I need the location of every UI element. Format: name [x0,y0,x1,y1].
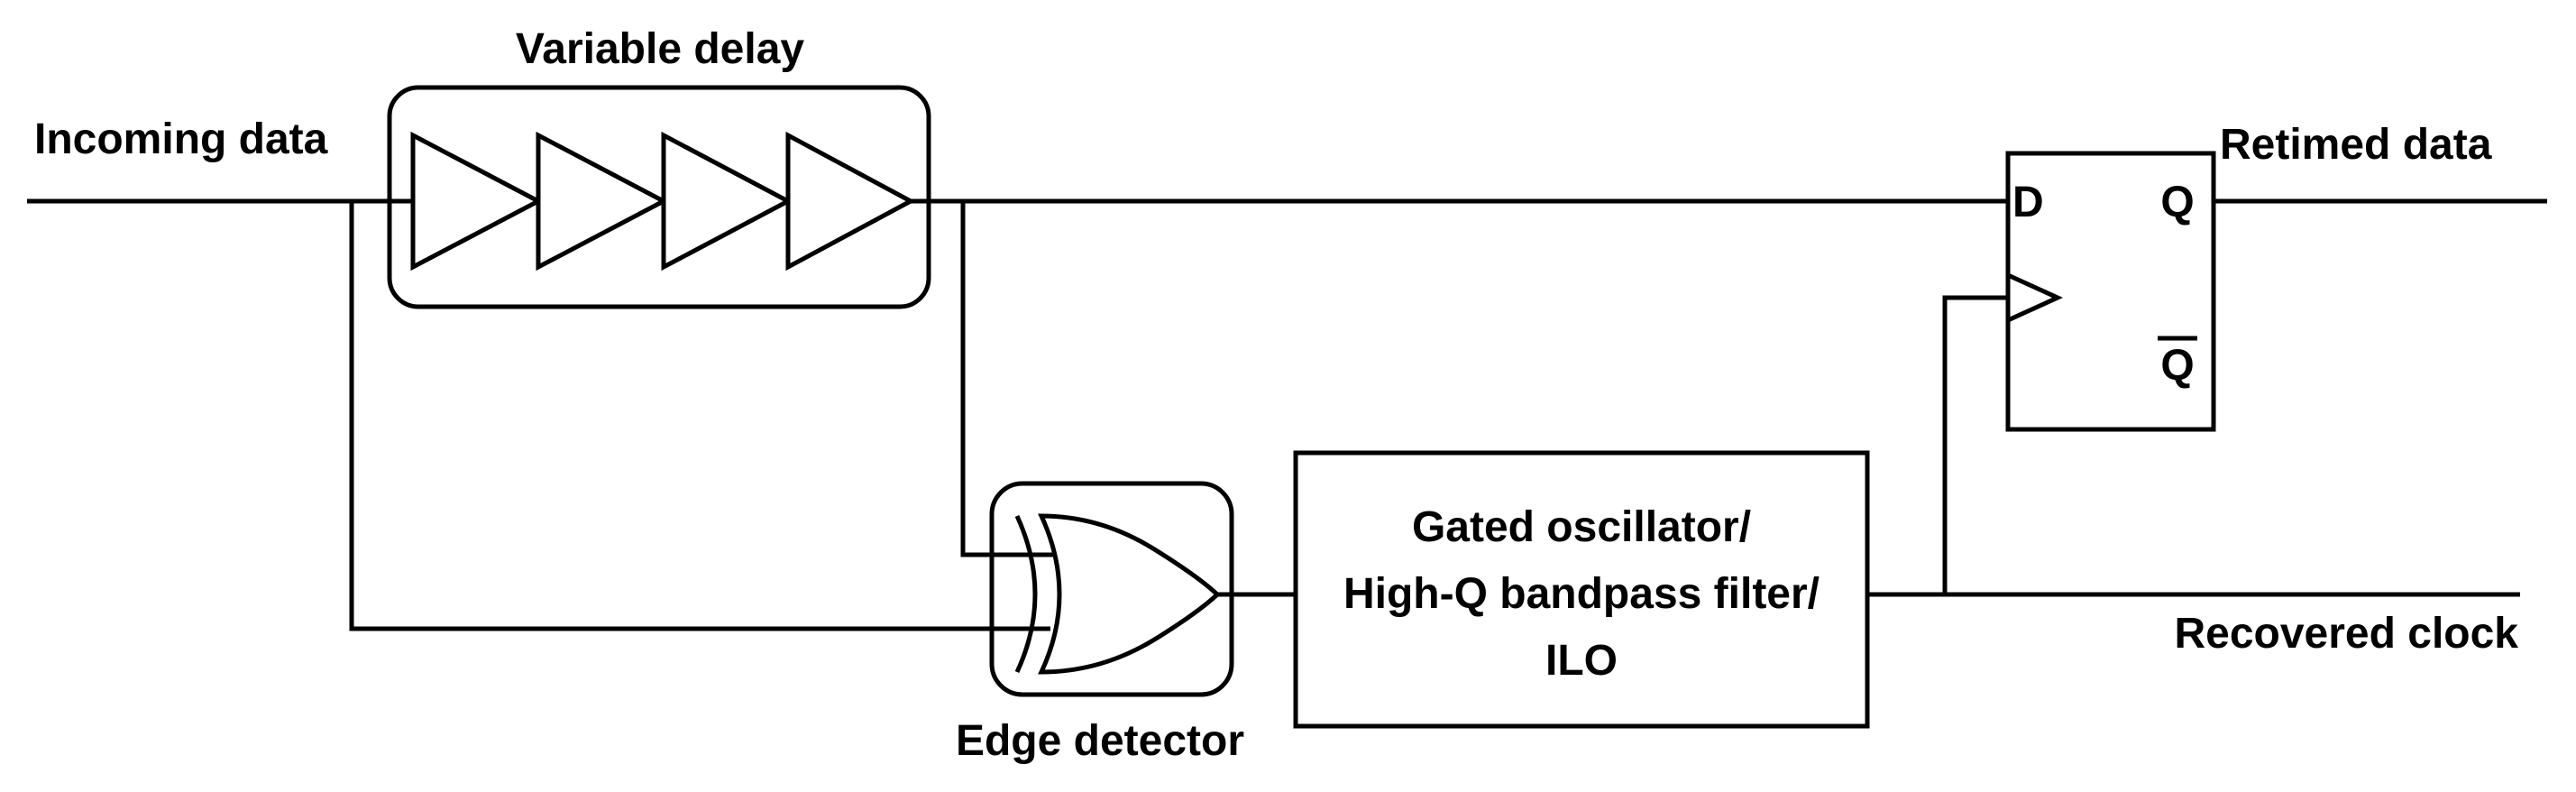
clock-to-flipflop-wire [1942,295,2008,594]
buffer-2-icon [536,131,669,272]
flipflop-q-pin-label: Q [2160,179,2194,226]
buffer-4-icon [785,131,916,272]
recovered-clock-label: Recovered clock [2174,610,2518,658]
retimed-data-label: Retimed data [2220,121,2492,169]
undelayed-tap-wire [349,201,1037,631]
oscillator-block [1293,450,1870,729]
xor-gate-icon [1038,513,1221,675]
oscillator-label-line1: Gated oscillator/ [1412,503,1751,551]
edge-detector-label: Edge detector [956,717,1244,765]
clock-input-icon [2006,272,2064,323]
flipflop-qbar-pin-label: Q [2160,342,2194,390]
oscillator-label-line3: ILO [1545,637,1618,685]
incoming-data-label: Incoming data [34,115,328,163]
buffer-1-icon [410,131,544,272]
xor-gate-extra-arc [1014,514,1038,674]
oscillator-label-line2: High-Q bandpass filter/ [1343,570,1820,618]
flipflop-d-pin-label: D [2012,179,2044,226]
variable-delay-label: Variable delay [516,25,805,73]
buffer-3-icon [661,131,793,272]
